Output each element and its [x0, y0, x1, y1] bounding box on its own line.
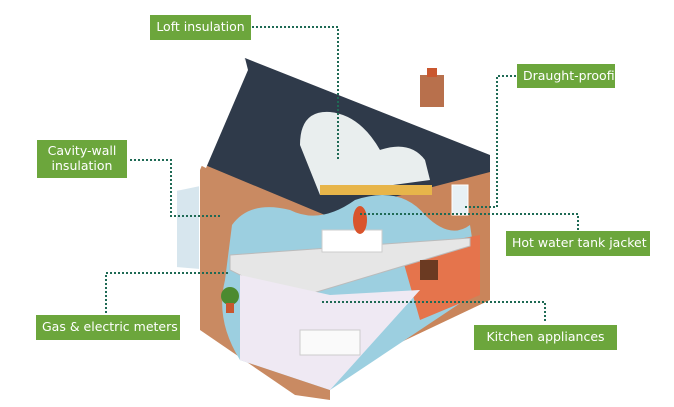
plant: [221, 287, 239, 305]
label-cavity-wall-insulation: Cavity-wall insulation: [37, 140, 127, 178]
leader-kitchen: [322, 301, 546, 323]
leader-meters: [105, 272, 228, 313]
window: [451, 184, 469, 216]
kitchen-counter: [299, 329, 361, 356]
loft-insulation-layer: [320, 185, 432, 195]
label-cavity-line-1: Cavity-wall: [47, 143, 117, 158]
label-hot-water-tank-jacket: Hot water tank jacket: [506, 231, 650, 256]
chimney: [420, 75, 444, 107]
label-kitchen-appliances: Kitchen appliances: [474, 325, 617, 350]
label-gas-electric-meters: Gas & electric meters: [36, 315, 180, 340]
label-cavity-line-2: insulation: [51, 158, 113, 173]
plant-pot: [226, 303, 234, 313]
roof-fascia: [200, 58, 248, 168]
hot-water-tank: [353, 206, 367, 234]
chimney-pot: [427, 68, 437, 77]
leader-hot-water: [360, 213, 579, 232]
conservatory: [175, 183, 201, 272]
bathtub: [321, 229, 383, 253]
loft-cutout: [300, 111, 430, 195]
leader-loft: [252, 26, 339, 160]
label-loft-insulation: Loft insulation: [150, 15, 251, 40]
fireplace: [420, 260, 438, 280]
label-draught-proofing: Draught-proofing: [517, 64, 630, 88]
upper-floor: [229, 237, 471, 301]
leader-cavity: [130, 159, 222, 217]
leader-draught: [463, 75, 516, 208]
